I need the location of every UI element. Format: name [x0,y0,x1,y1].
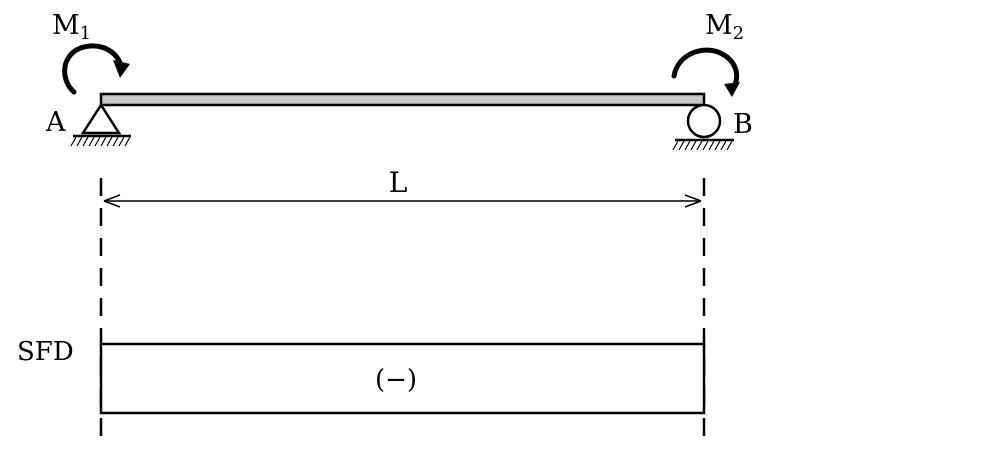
sfd-title: SFD [17,337,74,367]
span-dimension [103,194,702,208]
sfd-shear-block [99,342,706,415]
moment-m2-label: M2 [705,10,744,44]
beam [99,92,706,107]
moment-m1-arrow [62,43,130,95]
moment-m1-label: M1 [52,10,91,44]
sfd-sign: (−) [375,365,417,395]
pin-support-a [70,102,131,147]
support-a-label: A [45,107,66,138]
support-b-label: B [733,109,753,140]
roller-support-b [672,103,734,151]
span-label: L [389,166,408,199]
moment-m2-arrow [671,47,740,97]
